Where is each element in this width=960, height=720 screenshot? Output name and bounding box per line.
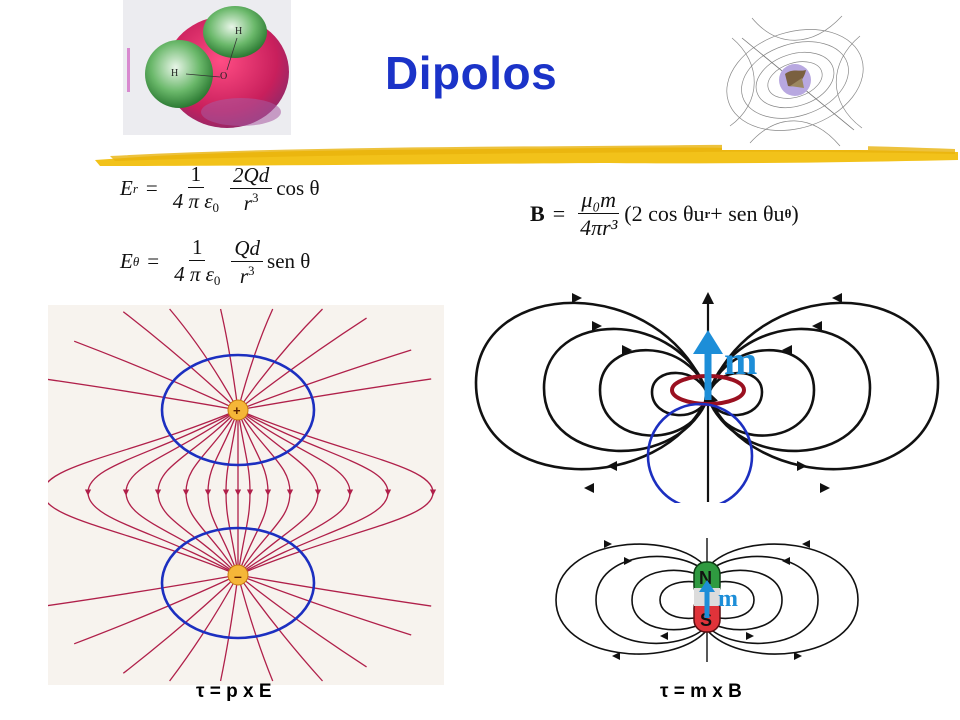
etheta-cube: 3	[248, 262, 255, 278]
electric-field-line	[237, 409, 392, 576]
electric-field-line	[237, 574, 367, 668]
b-numerator: μ₀m	[578, 188, 619, 215]
etheta-equals: =	[147, 249, 160, 274]
electric-field-line	[219, 574, 239, 682]
er-cos: cos θ	[276, 176, 320, 201]
electric-field-line	[169, 574, 239, 682]
positive-charge	[227, 399, 249, 421]
etheta-symbol: E	[120, 249, 133, 274]
b-rhs-part1: (2 cos θu	[624, 200, 705, 226]
magnetic-torque-caption: τ = m x B	[660, 681, 742, 702]
negative-charge-label: –	[234, 568, 242, 584]
bar-magnet-field-diagram: N S m	[555, 538, 859, 662]
b-rhs-close: )	[791, 200, 799, 226]
magnetic-loop-dipole-diagram: m	[474, 292, 940, 503]
b-fraction: μ₀m 4πr³	[577, 188, 620, 239]
electric-field-line	[237, 409, 322, 576]
electric-field-line	[169, 308, 239, 411]
electric-field-line	[237, 574, 274, 682]
atom-label-h2: H	[171, 68, 178, 79]
etheta-fraction-dipole: Qd r3	[231, 237, 264, 288]
electric-field-line	[222, 409, 239, 576]
electric-field-line	[122, 574, 239, 674]
electric-field-line	[182, 409, 239, 576]
highlight-circle-loop	[646, 402, 754, 503]
er-r: r	[243, 190, 252, 215]
er-eps-sub: 0	[212, 200, 220, 216]
er-fraction-constant: 1 4 π ε0	[170, 163, 222, 215]
er-numerator: 2Qd	[230, 164, 273, 189]
b-symbol: B	[530, 200, 545, 226]
etheta-fraction-constant: 1 4 π ε0	[171, 236, 223, 288]
b-ur-sub: r	[704, 205, 711, 221]
water-molecule-image: H H O	[123, 0, 291, 135]
magnetic-moment-label-top: m	[724, 338, 757, 383]
b-rhs-part2: + sen θu	[710, 200, 785, 226]
electric-field-line	[73, 340, 239, 411]
er-cube: 3	[251, 189, 259, 205]
electric-torque-caption: τ = p x E	[196, 681, 272, 702]
positive-charge-label: +	[233, 403, 241, 418]
magnetic-moment-label-bottom: m	[718, 586, 738, 612]
page-title: Dipolos	[385, 47, 558, 99]
electric-field-line	[48, 378, 239, 411]
electric-field-line	[237, 409, 437, 576]
electric-field-line	[48, 409, 239, 576]
electric-field-line	[237, 349, 412, 411]
b-equals: =	[552, 200, 566, 226]
er-fraction-dipole: 2Qd r3	[230, 164, 273, 215]
electric-field-line	[237, 409, 272, 576]
electric-field-line	[237, 378, 432, 411]
er-one: 1	[187, 163, 205, 189]
er-equals: =	[145, 176, 158, 201]
etheta-numerator: Qd	[231, 237, 264, 262]
electric-field-line	[73, 574, 239, 645]
er-symbol: E	[120, 176, 133, 201]
electric-field-line	[204, 409, 239, 576]
electric-field-line	[154, 409, 239, 576]
etheta-eps-sub: 0	[213, 273, 221, 289]
negative-charge	[227, 564, 249, 586]
electric-field-line	[122, 311, 239, 411]
electric-field-line	[237, 317, 367, 411]
electric-field-line	[237, 409, 294, 576]
electric-field-line	[237, 409, 254, 576]
electric-field-line	[237, 574, 412, 636]
electric-field-line	[84, 409, 239, 576]
etheta-one: 1	[188, 236, 206, 262]
er-four-pi-eps: 4 π ε	[172, 189, 213, 214]
b-utheta-sub: θ	[784, 205, 792, 221]
atom-label-h1: H	[235, 26, 242, 37]
etheta-r: r	[239, 263, 249, 288]
electric-field-line	[237, 308, 323, 411]
earth-magnetic-field-image	[722, 8, 868, 150]
b-denominator: 4πr³	[580, 215, 618, 241]
electric-field-line	[237, 574, 432, 607]
etheta-subscript: θ	[132, 253, 140, 269]
highlight-circle-negative	[160, 526, 316, 640]
etheta-four-pi-eps: 4 π ε	[174, 262, 214, 287]
atom-label-o: O	[220, 71, 227, 82]
electric-field-line	[48, 574, 239, 607]
highlight-circle-positive	[160, 353, 316, 467]
electric-dipole-field-diagram: + –	[48, 305, 444, 685]
etheta-sen: sen θ	[267, 249, 311, 274]
er-subscript: r	[132, 180, 138, 196]
